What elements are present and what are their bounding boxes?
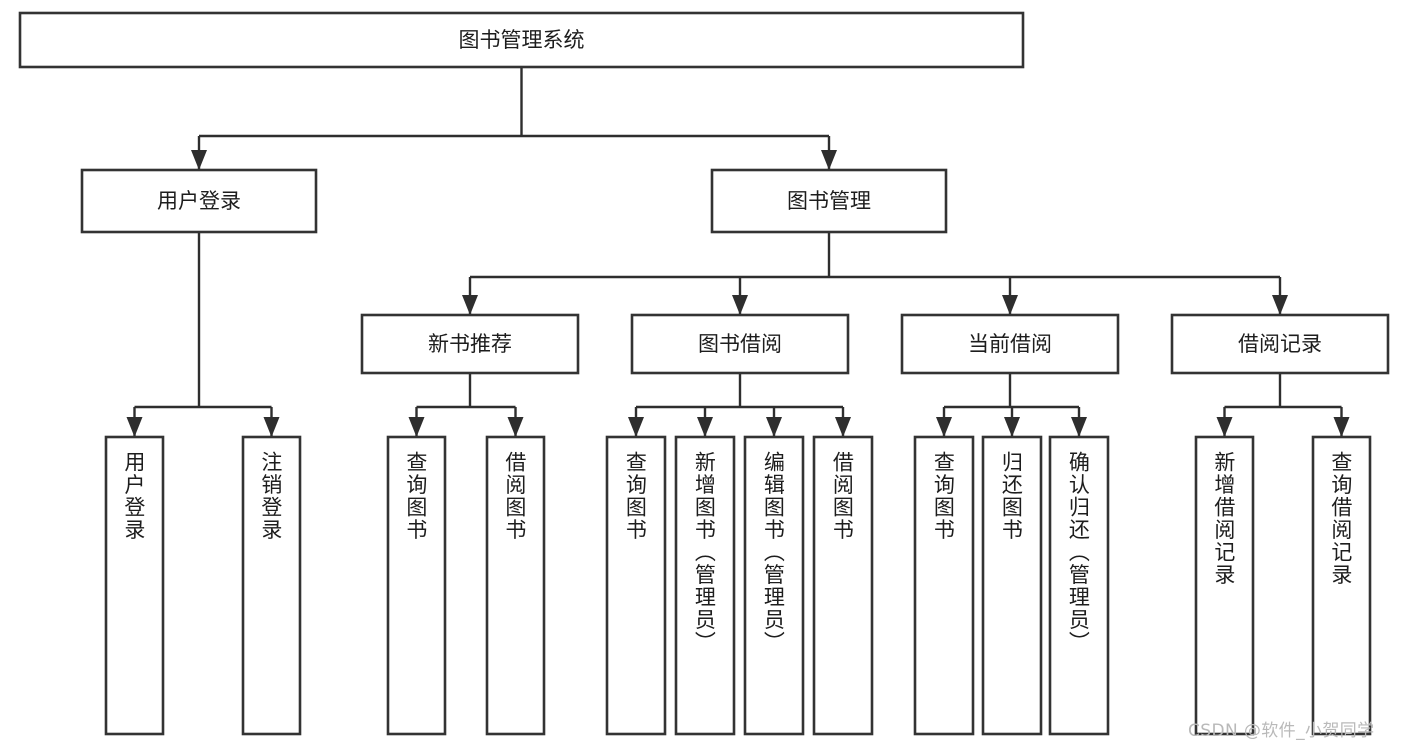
node-leaf-borrow-book-rec-rect[interactable] bbox=[485, 435, 546, 736]
node-leaf-return-book-rect[interactable] bbox=[981, 435, 1043, 736]
node-borrow-record-rect[interactable] bbox=[1170, 313, 1390, 375]
node-leaf-edit-book-rect[interactable] bbox=[743, 435, 805, 736]
csdn-watermark: CSDN @软件_小贺同学 bbox=[1188, 721, 1375, 741]
node-current-borrow[interactable] bbox=[900, 313, 1120, 375]
node-leaf-borrow-book-bw[interactable] bbox=[812, 435, 874, 736]
node-leaf-user-login-rect[interactable] bbox=[104, 435, 165, 736]
node-root-system-rect[interactable] bbox=[18, 11, 1025, 69]
node-leaf-logout[interactable] bbox=[241, 435, 302, 736]
node-leaf-add-book[interactable] bbox=[674, 435, 736, 736]
node-root-system-label: 图书管理系统 bbox=[459, 28, 585, 52]
node-borrow-record-label: 借阅记录 bbox=[1238, 332, 1322, 356]
node-leaf-user-login[interactable] bbox=[104, 435, 165, 736]
node-leaf-borrow-book-rec[interactable] bbox=[485, 435, 546, 736]
node-root-system[interactable] bbox=[18, 11, 1025, 69]
node-leaf-query-book-bw-rect[interactable] bbox=[605, 435, 667, 736]
arrow-head-icon-leaf-query-record bbox=[1333, 417, 1350, 437]
node-leaf-query-book-rec-rect[interactable] bbox=[386, 435, 447, 736]
node-new-book-recommend-label: 新书推荐 bbox=[428, 332, 512, 356]
node-borrow-record[interactable] bbox=[1170, 313, 1390, 375]
node-leaf-confirm-return-rect[interactable] bbox=[1048, 435, 1110, 736]
arrow-head-icon-leaf-borrow-book-rec bbox=[507, 417, 524, 437]
node-leaf-confirm-return[interactable] bbox=[1048, 435, 1110, 736]
node-leaf-query-book-rec[interactable] bbox=[386, 435, 447, 736]
node-book-borrow[interactable] bbox=[630, 313, 850, 375]
node-book-borrow-rect[interactable] bbox=[630, 313, 850, 375]
node-current-borrow-rect[interactable] bbox=[900, 313, 1120, 375]
node-leaf-return-book[interactable] bbox=[981, 435, 1043, 736]
arrow-head-icon-book-manage bbox=[821, 150, 837, 170]
node-user-login[interactable] bbox=[80, 168, 318, 234]
node-leaf-borrow-book-bw-rect[interactable] bbox=[812, 435, 874, 736]
node-leaf-query-record[interactable] bbox=[1311, 435, 1372, 736]
arrow-head-icon-leaf-query-book-cur bbox=[936, 417, 952, 437]
arrow-head-icon-leaf-query-book-rec bbox=[408, 417, 425, 437]
node-leaf-add-record[interactable] bbox=[1194, 435, 1255, 736]
node-user-login-rect[interactable] bbox=[80, 168, 318, 234]
node-leaf-edit-book[interactable] bbox=[743, 435, 805, 736]
node-leaf-query-book-cur[interactable] bbox=[913, 435, 975, 736]
node-leaf-query-book-bw[interactable] bbox=[605, 435, 667, 736]
arrow-head-icon-leaf-query-book-bw bbox=[628, 417, 644, 437]
arrow-head-icon-leaf-add-book bbox=[697, 417, 713, 437]
node-book-borrow-label: 图书借阅 bbox=[698, 332, 782, 356]
node-new-book-recommend[interactable] bbox=[360, 313, 580, 375]
arrow-head-icon-new-book-recommend bbox=[462, 295, 478, 315]
arrow-head-icon-leaf-add-record bbox=[1216, 417, 1233, 437]
node-book-manage-rect[interactable] bbox=[710, 168, 948, 234]
node-book-manage-label: 图书管理 bbox=[787, 189, 871, 213]
arrow-head-icon-book-borrow bbox=[732, 295, 748, 315]
node-leaf-logout-rect[interactable] bbox=[241, 435, 302, 736]
node-leaf-add-book-rect[interactable] bbox=[674, 435, 736, 736]
node-new-book-recommend-rect[interactable] bbox=[360, 313, 580, 375]
arrow-head-icon-leaf-edit-book bbox=[766, 417, 782, 437]
node-leaf-query-book-cur-rect[interactable] bbox=[913, 435, 975, 736]
arrow-head-icon-borrow-record bbox=[1272, 295, 1288, 315]
arrow-head-icon-leaf-borrow-book-bw bbox=[835, 417, 851, 437]
node-current-borrow-label: 当前借阅 bbox=[968, 332, 1052, 356]
node-user-login-label: 用户登录 bbox=[157, 189, 241, 213]
node-book-manage[interactable] bbox=[710, 168, 948, 234]
node-leaf-add-record-rect[interactable] bbox=[1194, 435, 1255, 736]
node-leaf-query-record-rect[interactable] bbox=[1311, 435, 1372, 736]
arrow-head-icon-leaf-return-book bbox=[1004, 417, 1020, 437]
arrow-head-icon-current-borrow bbox=[1002, 295, 1018, 315]
arrow-head-icon-user-login bbox=[191, 150, 207, 170]
arrow-head-icon-leaf-user-login bbox=[126, 417, 143, 437]
arrow-head-icon-leaf-confirm-return bbox=[1071, 417, 1087, 437]
arrow-head-icon-leaf-logout bbox=[263, 417, 280, 437]
